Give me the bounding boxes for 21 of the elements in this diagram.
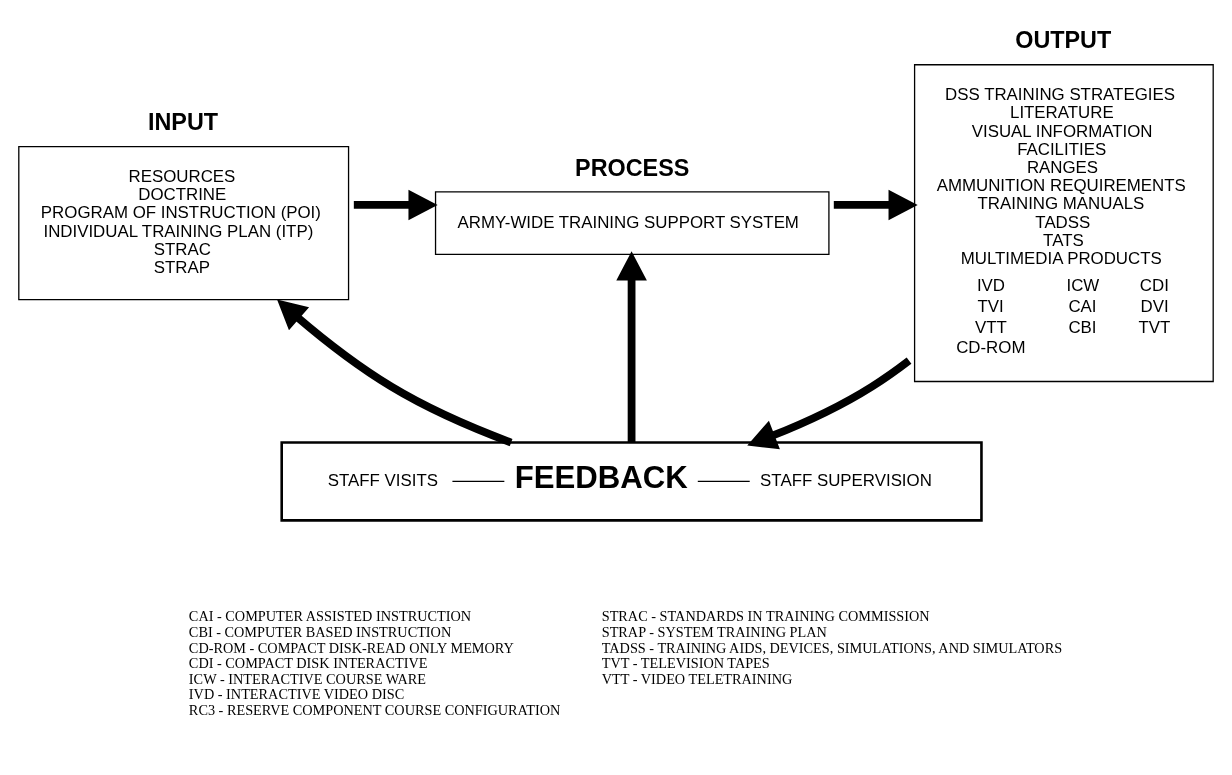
label: CDI - COMPACT DISK INTERACTIVE (188, 654, 428, 671)
label: VTT - VIDEO TELETRAINING (601, 670, 793, 687)
node-label: PROCESS (575, 154, 690, 181)
label: TVT - TELEVISION TAPES (601, 654, 770, 671)
node-box: RESOURCES DOCTRINE PROGRAM OF INSTRUCTION (POI) INDIVIDUAL TRAINING PLAN (ITP) STRAC STRAP (18, 145, 350, 300)
arrow (747, 357, 912, 449)
arrow (277, 299, 513, 446)
node-box: DSS TRAINING STRATEGIES LITERATURE VISUAL INFORMATION FACILITIES RANGES AMMUNITION REQUIREMENTS TRAINING MANUALS TADSS TATS MULTIMEDIA PRODUCTS IVD ICW CDI TVI CAI DVI VTT CBI TVT CD-ROM (913, 63, 1214, 382)
label: CD-ROM - COMPACT DISK-READ ONLY MEMORY (188, 639, 514, 656)
label: STRAP - SYSTEM TRAINING PLAN (601, 623, 827, 640)
label: ICW - INTERACTIVE COURSE WARE (188, 670, 427, 687)
node-box: ARMY-WIDE TRAINING SUPPORT SYSTEM (434, 190, 830, 255)
label: TADSS - TRAINING AIDS, DEVICES, SIMULATIONS, AND SIMULATORS (601, 639, 1063, 656)
node-label: OUTPUT (1015, 26, 1112, 53)
label: STRAC - STANDARDS IN TRAINING COMMISSION (601, 607, 930, 624)
node-box: STAFF VISITS FEEDBACK STAFF SUPERVISION (280, 440, 983, 522)
label: CAI - COMPUTER ASSISTED INSTRUCTION (188, 607, 472, 624)
node-label: INPUT (147, 108, 219, 135)
label: CBI - COMPUTER BASED INSTRUCTION (188, 623, 452, 640)
label: IVD - INTERACTIVE VIDEO DISC (188, 685, 405, 702)
label: RC3 - RESERVE COMPONENT COURSE CONFIGURATION (188, 701, 561, 718)
